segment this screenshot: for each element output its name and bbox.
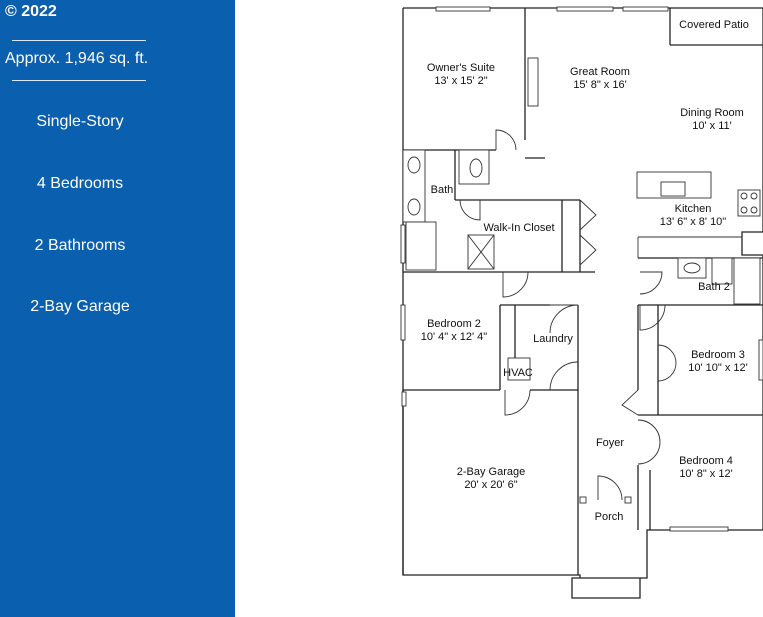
label-bedroom-3: Bedroom 3 — [691, 349, 745, 361]
label-bedroom-2: Bedroom 2 — [427, 318, 481, 330]
door-swings — [459, 129, 677, 504]
feature-bedrooms: 4 Bedrooms — [36, 175, 124, 192]
label-covered-patio: Covered Patio — [679, 19, 749, 31]
dim-great-room: 15' 8" x 16' — [573, 79, 626, 91]
dim-garage: 20' x 20' 6" — [464, 479, 517, 491]
label-laundry: Laundry — [533, 333, 573, 345]
label-walk-in-closet: Walk-In Closet — [483, 222, 554, 234]
divider-top — [12, 40, 146, 41]
feature-garage: 2-Bay Garage — [30, 298, 130, 315]
room-labels: Covered Patio Owner's Suite 13' x 15' 2"… — [421, 19, 749, 523]
dim-bedroom-4: 10' 8" x 12' — [679, 468, 732, 480]
info-sidebar: © 2022 Approx. 1,946 sq. ft. Single-Stor… — [0, 0, 235, 617]
label-owners-suite: Owner's Suite — [427, 62, 495, 74]
exterior-walls — [402, 7, 763, 599]
dim-owners-suite: 13' x 15' 2" — [434, 75, 487, 87]
feature-bathrooms: 2 Bathrooms — [34, 237, 126, 254]
windows — [400, 6, 763, 532]
label-bath-2: Bath 2 — [698, 281, 730, 293]
dim-kitchen: 13' 6" x 8' 10" — [660, 216, 727, 228]
dim-bedroom-2: 10' 4" x 12' 4" — [421, 331, 488, 343]
label-bath: Bath — [431, 184, 454, 196]
label-kitchen: Kitchen — [675, 203, 712, 215]
label-bedroom-4: Bedroom 4 — [679, 455, 733, 467]
fixtures — [402, 57, 761, 381]
divider-bottom — [12, 80, 146, 81]
label-great-room: Great Room — [570, 66, 630, 78]
copyright-text: © 2022 — [5, 3, 57, 20]
feature-stories: Single-Story — [36, 113, 124, 130]
label-hvac: HVAC — [503, 367, 533, 379]
dim-bedroom-3: 10' 10" x 12' — [688, 362, 747, 374]
square-footage: Approx. 1,946 sq. ft. — [5, 50, 149, 67]
dim-dining-room: 10' x 11' — [692, 120, 731, 132]
label-garage: 2-Bay Garage — [457, 466, 525, 478]
label-foyer: Foyer — [596, 437, 624, 449]
label-porch: Porch — [595, 511, 624, 523]
label-dining-room: Dining Room — [680, 107, 744, 119]
